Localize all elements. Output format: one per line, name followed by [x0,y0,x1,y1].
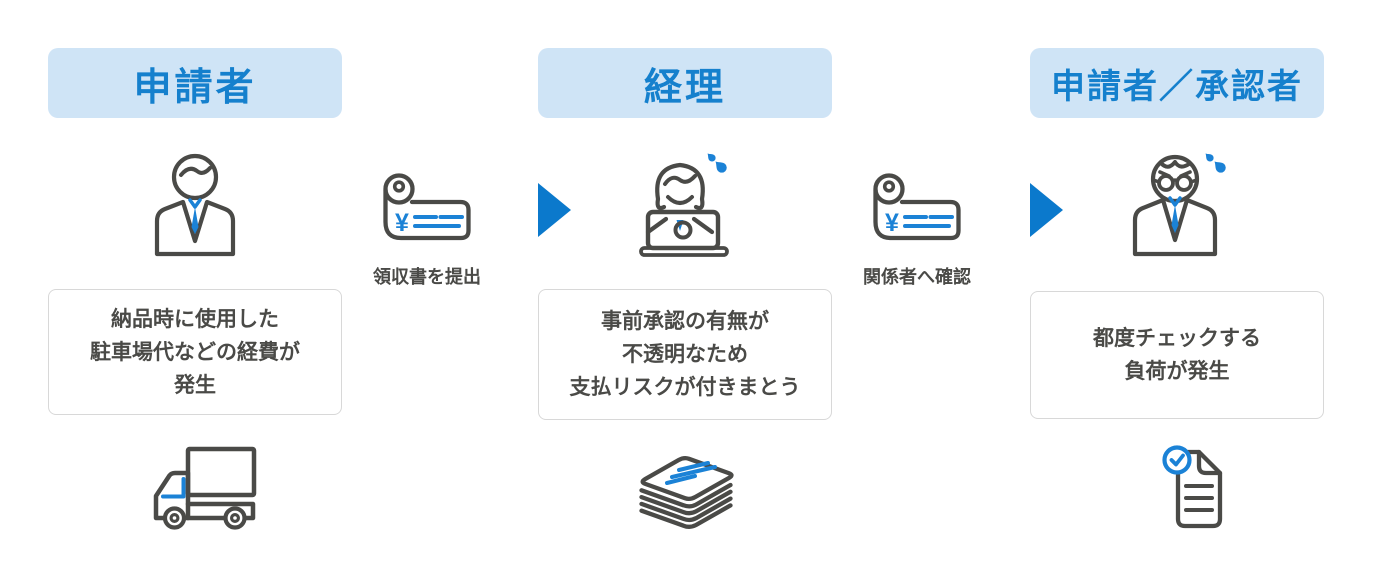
note-line: 不透明なため [622,343,748,366]
note-line: 発生 [174,373,216,397]
arrow-right-icon [538,183,571,237]
column-header-applicant-approver: 申請者／承認者 [1030,48,1324,118]
column-header-accounting: 経理 [538,48,832,118]
transition-label-submit-receipt: 領収書を提出 [373,267,481,287]
note-box-applicant: 納品時に使用した 駐車場代などの経費が 発生 [48,289,342,415]
sweat-drop-icon [1205,153,1214,162]
businessman-icon [154,153,236,257]
check-circle-icon [1162,445,1192,475]
note-box-accounting: 事前承認の有無が 不透明なため 支払リスクが付きまとう [538,289,832,420]
woman-at-laptop-icon [639,153,729,257]
man-with-glasses-icon [1132,153,1226,257]
sweat-drop-icon [1214,161,1226,173]
paper-stack-icon [639,455,734,529]
note-box-applicant-approver: 都度チェックする 負荷が発生 [1030,291,1324,419]
note-line: 負荷が発生 [1124,360,1230,383]
receipt-icon: ¥ [383,173,471,241]
note-line: 都度チェックする [1093,327,1261,350]
sweat-drop-icon [707,153,716,162]
note-line: 駐車場代などの経費が [90,340,300,364]
yen-symbol: ¥ [395,209,409,237]
column-header-applicant: 申請者 [48,48,342,118]
note-line: 支払リスクが付きまとう [569,376,801,399]
note-line: 事前承認の有無が [601,310,769,333]
arrow-right-icon [1030,183,1063,237]
yen-symbol: ¥ [885,209,899,237]
sweat-drop-icon [715,161,727,173]
transition-label-confirm-parties: 関係者へ確認 [863,267,971,287]
receipt-icon: ¥ [873,173,961,241]
note-line: 納品時に使用した [111,307,279,331]
delivery-truck-icon [153,446,257,530]
document-check-icon [1162,445,1223,529]
